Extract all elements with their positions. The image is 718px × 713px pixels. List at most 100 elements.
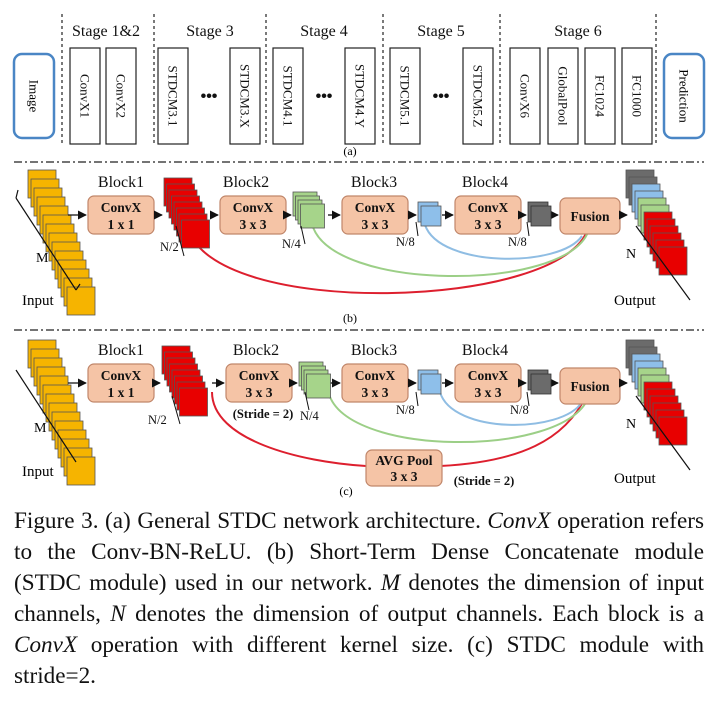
channel-label: N/4 (282, 237, 302, 251)
ellipsis: ••• (316, 88, 333, 105)
stage-header: Stage 6 (554, 23, 602, 40)
channel-label: N/2 (160, 240, 179, 254)
block-label: Block1 (98, 174, 144, 191)
m-bracket (15, 197, 77, 291)
prediction-output-box (662, 52, 706, 140)
block2-output-stack (298, 361, 331, 399)
feature-map-layer (530, 205, 552, 227)
stage-header: Stage 3 (186, 23, 234, 40)
avg-pool-name: AVG Pool (375, 453, 432, 468)
layer-label: STDCM4.1 (281, 65, 296, 126)
channel-bracket (171, 395, 181, 425)
layer-box-stdcm3-x (229, 47, 261, 145)
layer-label: STDCM4.Y (353, 64, 368, 129)
channel-bracket (526, 221, 530, 237)
layer-label: STDCM3.X (238, 64, 253, 129)
layer-box-stdcm4-1 (272, 47, 304, 145)
convx-kernel: 3 x 3 (475, 385, 502, 400)
layer-box-fc1000 (621, 47, 653, 145)
convx-op-name: ConvX (101, 200, 142, 215)
convx-op-name: ConvX (355, 368, 396, 383)
stage-header: Stage 5 (417, 23, 465, 40)
feature-map-layer (658, 246, 688, 276)
caption-term: ConvX (487, 508, 551, 534)
layer-box-fc1024 (584, 47, 616, 145)
layer-label: FC1024 (593, 75, 608, 117)
convx-kernel: 1 x 1 (108, 217, 135, 232)
skip-arc-blue (439, 391, 583, 426)
layer-label: STDCM5.1 (398, 65, 413, 126)
output-label: Output (614, 293, 657, 309)
stage-header: Stage 1&2 (72, 23, 140, 40)
fusion-label: Fusion (570, 379, 610, 394)
avg-pool-kernel: 3 x 3 (391, 469, 418, 484)
convx-op-name: ConvX (355, 200, 396, 215)
skip-arc-blue (424, 224, 583, 260)
panel-c: M Input Block1 Block2 Block3 Block4 Conv… (15, 339, 691, 498)
skip-arc-red (439, 395, 587, 467)
n-bracket (635, 395, 691, 471)
block-label: Block4 (462, 174, 508, 191)
input-label: Input (22, 464, 54, 480)
feature-map-layer (420, 205, 442, 227)
stage-header: Stage 4 (300, 23, 348, 40)
feature-map-layer (179, 387, 208, 417)
block-label: Block3 (351, 342, 397, 359)
layer-box-stdcm5-z (462, 47, 494, 145)
figure-caption: Figure 3. (a) General STDC network archi… (14, 506, 704, 692)
panel-b: M Input Block1 Block2 Block3 Block4 Conv… (15, 169, 691, 325)
channel-label: N/8 (396, 403, 415, 417)
caption-text: operation with different kernel size. (c… (14, 632, 704, 689)
layer-label: GlobalPool (556, 66, 571, 126)
channel-label: N/8 (510, 403, 529, 417)
panel-a: Stage 1&2 Stage 3 Stage 4 Stage 5 Stage … (12, 14, 706, 158)
block4-output-stack (527, 369, 552, 395)
skip-arc-red (187, 226, 589, 295)
layer-label: FC1000 (630, 75, 645, 117)
input-feature-stack (27, 339, 96, 486)
pool-stride-label: (Stride = 2) (454, 474, 515, 488)
convx-op-name: ConvX (101, 368, 142, 383)
block-label: Block2 (233, 342, 279, 359)
skip-arc-green (327, 389, 589, 444)
convx-kernel: 3 x 3 (362, 385, 389, 400)
feature-map-layer (300, 203, 325, 229)
feature-map-layer (66, 286, 96, 316)
layer-label: ConvX1 (78, 74, 93, 118)
stride-label: (Stride = 2) (233, 407, 294, 421)
m-bracket (15, 369, 77, 463)
block-label: Block4 (462, 342, 508, 359)
feature-map-layer (306, 373, 331, 399)
convx-op-name: ConvX (239, 368, 280, 383)
block1-output-stack (161, 345, 208, 417)
output-label: Output (614, 471, 657, 487)
layer-label: ConvX6 (518, 74, 533, 119)
block2-output-stack (292, 191, 325, 229)
convx-kernel: 3 x 3 (246, 385, 273, 400)
convx-kernel: 3 x 3 (362, 217, 389, 232)
layer-box-stdcm3-1 (157, 47, 189, 145)
caption-text: Figure 3. (a) General STDC network archi… (14, 508, 488, 534)
channel-bracket (300, 225, 306, 245)
layer-box-convx6 (509, 47, 541, 145)
feature-map-layer (420, 373, 442, 395)
n-bracket (635, 225, 691, 301)
m-label: M (34, 421, 47, 436)
ellipsis: ••• (201, 88, 218, 105)
layer-label: ConvX2 (114, 74, 129, 118)
convx-kernel: 3 x 3 (240, 217, 267, 232)
caption-term: ConvX (14, 632, 78, 658)
image-label: Image (27, 80, 42, 113)
feature-map-layer (181, 219, 210, 249)
feature-map-layer (530, 373, 552, 395)
channel-bracket (304, 391, 310, 411)
output-feature-stack (625, 339, 688, 446)
n-label: N (626, 417, 636, 432)
skip-arc-red (211, 391, 367, 467)
panel-tag: (b) (343, 311, 357, 325)
caption-text: denotes the dimension of output channels… (125, 601, 704, 627)
caption-text: operation refers to the Conv-BN-ReLU. (b… (14, 508, 704, 596)
input-feature-stack (27, 169, 96, 316)
block-label: Block1 (98, 342, 144, 359)
output-feature-stack (625, 169, 688, 276)
